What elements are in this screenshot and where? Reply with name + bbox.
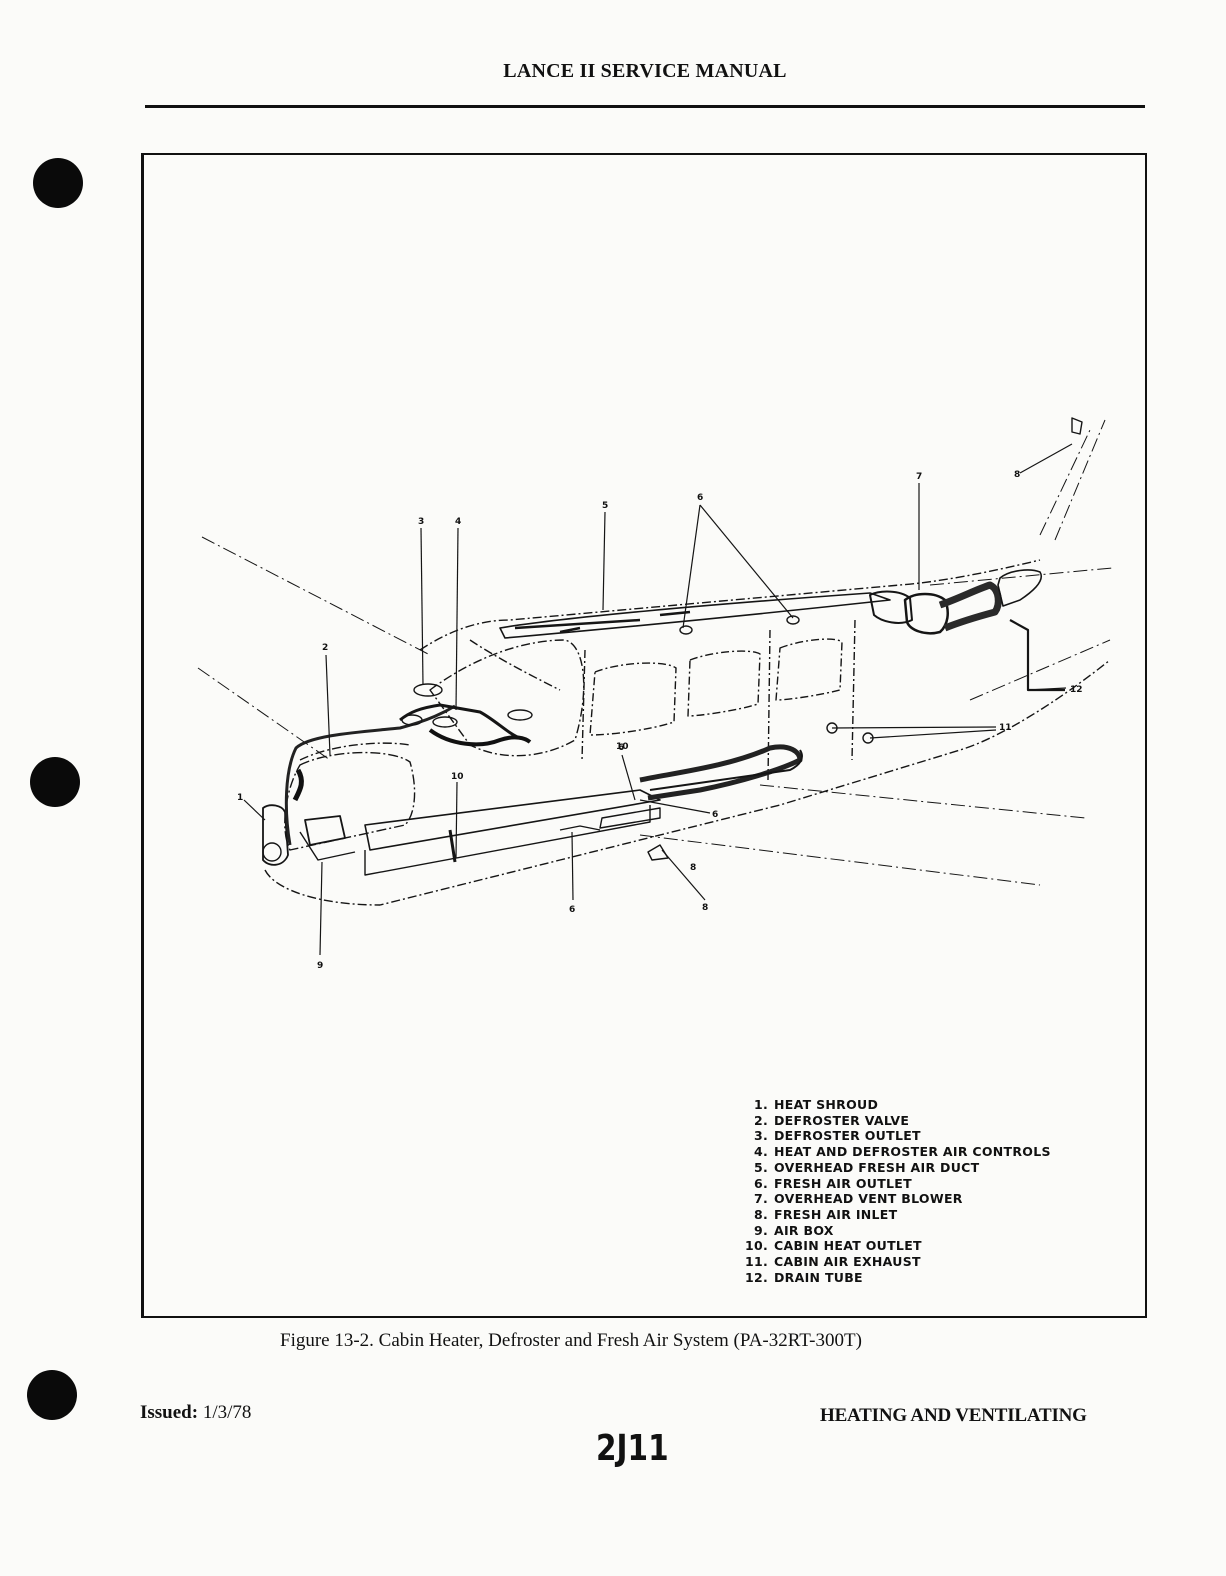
- legend-item: 1.HEAT SHROUD: [753, 1097, 879, 1112]
- callout-8-fin: 8: [1014, 470, 1020, 480]
- punch-hole-bottom: [27, 1370, 77, 1420]
- callout-11: 11: [999, 723, 1012, 733]
- callout-3: 3: [418, 517, 424, 527]
- callout-2: 2: [322, 643, 328, 653]
- callout-7: 7: [916, 472, 922, 482]
- legend-item: 12.DRAIN TUBE: [744, 1269, 863, 1285]
- legend-item: 5.OVERHEAD FRESH AIR DUCT: [753, 1159, 980, 1175]
- page-header-title: LANCE II SERVICE MANUAL: [503, 60, 787, 82]
- legend-item: 11.CABIN AIR EXHAUST: [744, 1254, 921, 1270]
- figure-frame: [141, 153, 1147, 1318]
- issued-value: 1/3/78: [202, 1402, 252, 1423]
- callout-1: 1: [237, 793, 243, 803]
- punch-hole-middle: [30, 757, 80, 807]
- callout-8-lower: 8: [702, 903, 708, 913]
- callout-10-left: 10: [451, 772, 464, 782]
- header-rule: [145, 105, 1145, 108]
- issued-date: Issued: 1/3/78: [140, 1402, 251, 1424]
- callout-8-belly: 8: [690, 863, 696, 873]
- figure-legend: 1.HEAT SHROUD 2.DEFROSTER VALVE 3.DEFROS…: [740, 1097, 1051, 1285]
- callout-6-top: 6: [697, 493, 703, 503]
- callout-6-duct: 6: [712, 810, 718, 820]
- callout-5: 5: [602, 501, 608, 511]
- legend-item: 10.CABIN HEAT OUTLET: [744, 1238, 922, 1254]
- callout-10-right: 10: [616, 742, 629, 752]
- legend-item: 4.HEAT AND DEFROSTER AIR CONTROLS: [753, 1144, 1051, 1160]
- legend-item: 7.OVERHEAD VENT BLOWER: [753, 1191, 963, 1207]
- legend-item: 3.DEFROSTER OUTLET: [753, 1128, 921, 1144]
- legend-item: 2.DEFROSTER VALVE: [753, 1112, 910, 1128]
- callout-6-side: 6: [618, 743, 624, 753]
- legend-item: 9.AIR BOX: [753, 1222, 834, 1238]
- punch-hole-top: [33, 158, 83, 208]
- callout-12: 12: [1070, 685, 1083, 695]
- callout-6-lower: 6: [569, 905, 575, 915]
- legend-item: 8.FRESH AIR INLET: [753, 1206, 898, 1222]
- section-title: HEATING AND VENTILATING: [820, 1405, 1087, 1426]
- issued-label: Issued:: [140, 1402, 199, 1423]
- figure-caption: Figure 13-2. Cabin Heater, Defroster and…: [280, 1330, 862, 1351]
- microfiche-code: 2J11: [596, 1428, 669, 1469]
- callout-9: 9: [317, 961, 323, 971]
- legend-item: 6.FRESH AIR OUTLET: [753, 1175, 912, 1191]
- callout-4: 4: [455, 517, 461, 527]
